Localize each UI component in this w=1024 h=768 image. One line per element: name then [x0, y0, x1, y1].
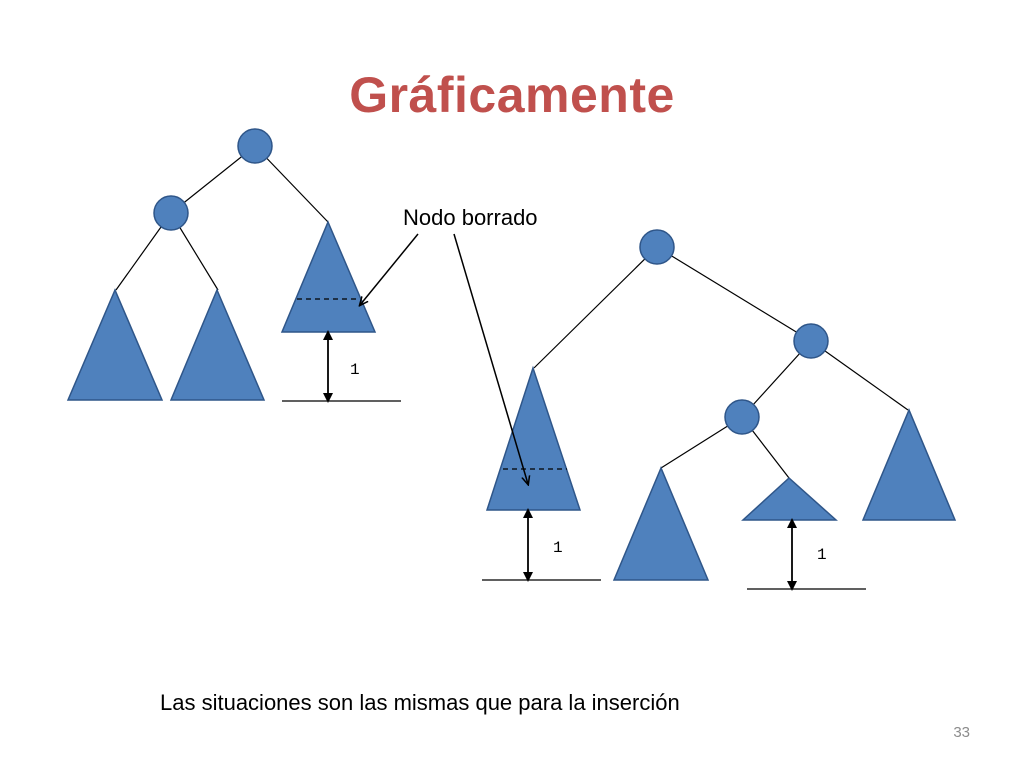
- deleted-node-label: Nodo borrado: [403, 205, 538, 230]
- right-tree-subtree-deleted: [485, 365, 582, 511]
- right-tree-right-child-node: [793, 323, 829, 359]
- left-tree-left-child-node: [153, 195, 189, 231]
- right-tree-grandchild-node: [724, 399, 760, 435]
- left-tree-height-label: 1: [350, 361, 360, 379]
- right-tree-subtree-c: [741, 476, 838, 521]
- deleted-node-arrow-left: [360, 233, 419, 305]
- right-tree-height-label-a: 1: [553, 539, 563, 557]
- slide-title: Gráficamente: [349, 67, 675, 123]
- right-tree-root-node: [639, 229, 675, 265]
- right-tree-edges: [533, 246, 909, 479]
- deleted-node-callout: Nodo borrado: [360, 205, 538, 484]
- page-number: 33: [953, 724, 970, 741]
- right-tree-subtree-d: [861, 408, 957, 521]
- left-tree-subtree-b: [169, 288, 266, 401]
- left-tree: 1: [66, 128, 401, 403]
- deleted-node-arrow-right: [453, 233, 528, 484]
- slide-caption: Las situaciones son las mismas que para …: [160, 690, 680, 715]
- left-tree-subtree-deleted: [280, 220, 377, 333]
- left-tree-root-node: [237, 128, 273, 164]
- right-tree-subtree-b: [612, 466, 710, 581]
- left-tree-edges: [115, 145, 329, 291]
- left-tree-subtree-a: [66, 288, 164, 401]
- right-tree-height-label-b: 1: [817, 546, 827, 564]
- right-tree: 1 1: [482, 229, 957, 591]
